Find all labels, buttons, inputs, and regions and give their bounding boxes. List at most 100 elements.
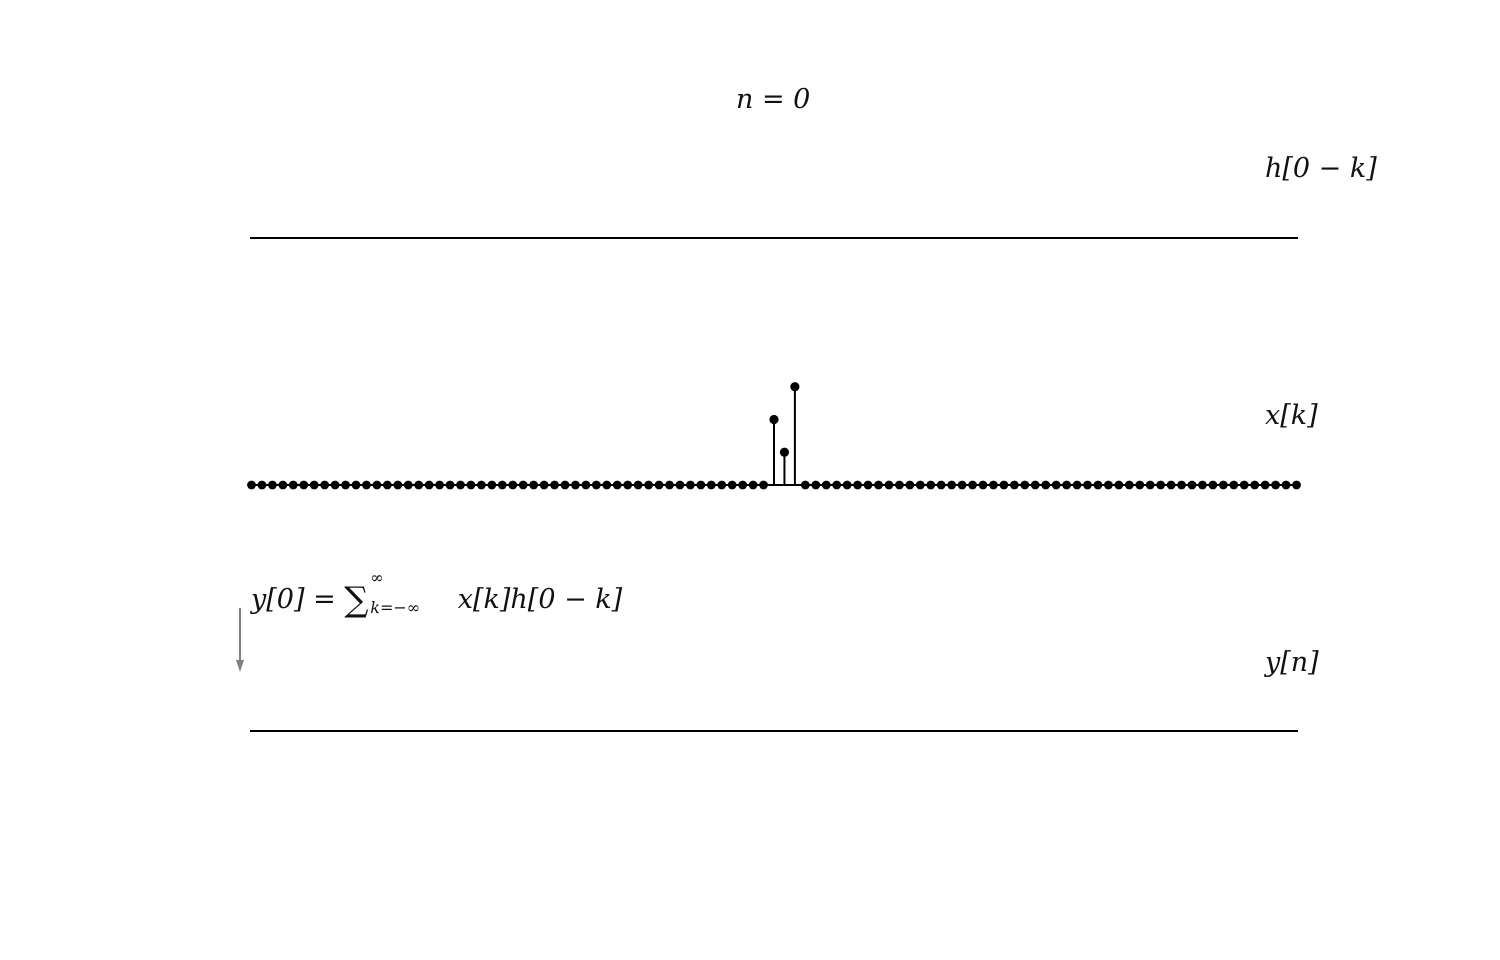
x-zero-sample xyxy=(1292,480,1301,490)
x-zero-sample xyxy=(748,480,758,490)
x-zero-sample xyxy=(330,480,340,490)
x-zero-sample xyxy=(1009,480,1019,490)
x-zero-sample xyxy=(1030,480,1040,490)
x-zero-sample xyxy=(581,480,591,490)
x-zero-sample xyxy=(550,480,559,490)
x-zero-sample xyxy=(936,480,946,490)
x-zero-sample xyxy=(915,480,925,490)
x-zero-sample xyxy=(288,480,298,490)
x-stem-marker xyxy=(779,447,790,457)
x-zero-sample xyxy=(320,480,330,490)
x-zero-sample xyxy=(654,480,664,490)
x-zero-sample xyxy=(1198,480,1207,490)
x-stem-marker xyxy=(790,382,800,392)
x-zero-sample xyxy=(466,480,476,490)
x-zero-sample xyxy=(1062,480,1071,490)
x-zero-sample xyxy=(518,480,528,490)
x-zero-sample xyxy=(257,480,267,490)
sum-lower-limit: k=−∞ xyxy=(370,598,421,617)
x-zero-sample xyxy=(968,480,977,490)
x-zero-sample xyxy=(1166,480,1176,490)
x-zero-sample xyxy=(1051,480,1061,490)
x-zero-sample xyxy=(393,480,403,490)
x-zero-sample xyxy=(811,480,821,490)
x-zero-sample xyxy=(445,480,455,490)
x-stem-series xyxy=(247,382,1301,490)
x-zero-sample xyxy=(571,480,580,490)
x-zero-sample xyxy=(1114,480,1124,490)
x-zero-sample xyxy=(456,480,465,490)
x-zero-sample xyxy=(633,480,643,490)
x-zero-sample xyxy=(612,480,622,490)
sum-upper-limit: ∞ xyxy=(370,568,384,587)
x-zero-sample xyxy=(403,480,413,490)
x-zero-sample xyxy=(278,480,288,490)
x-zero-sample xyxy=(926,480,936,490)
x-zero-sample xyxy=(1093,480,1103,490)
page-title: n = 0 xyxy=(736,84,811,115)
x-zero-sample xyxy=(341,480,350,490)
x-zero-sample xyxy=(1187,480,1197,490)
sum-symbol: ∑ xyxy=(344,580,369,620)
x-zero-sample xyxy=(686,480,695,490)
x-zero-sample xyxy=(895,480,904,490)
x-zero-sample xyxy=(759,480,768,490)
x-zero-sample xyxy=(487,480,497,490)
x-zero-sample xyxy=(863,480,873,490)
x-zero-sample xyxy=(1041,480,1051,490)
x-zero-sample xyxy=(853,480,862,490)
x-stem-marker xyxy=(769,414,779,425)
x-zero-sample xyxy=(1177,480,1186,490)
x-zero-sample xyxy=(1104,480,1113,490)
x-zero-sample xyxy=(947,480,957,490)
x-zero-sample xyxy=(591,480,601,490)
x-zero-sample xyxy=(874,480,883,490)
x-zero-sample xyxy=(738,480,748,490)
x-zero-sample xyxy=(989,480,998,490)
x-zero-sample xyxy=(706,480,716,490)
x-zero-sample xyxy=(1135,480,1145,490)
x-zero-sample xyxy=(1229,480,1239,490)
x-zero-sample xyxy=(1239,480,1249,490)
y-panel-label: y[n] xyxy=(1265,647,1319,678)
x-zero-sample xyxy=(602,480,612,490)
summation: ∑ ∞ k=−∞ xyxy=(344,570,439,618)
x-panel-label: x[k] xyxy=(1265,400,1318,431)
x-zero-sample xyxy=(351,480,361,490)
x-zero-sample xyxy=(1083,480,1092,490)
x-zero-sample xyxy=(623,480,633,490)
x-zero-sample xyxy=(884,480,894,490)
x-zero-sample xyxy=(424,480,434,490)
x-zero-sample xyxy=(1281,480,1291,490)
x-zero-sample xyxy=(1271,480,1280,490)
equation-lhs: y[0] = xyxy=(251,584,345,615)
x-zero-sample xyxy=(414,480,424,490)
x-zero-sample xyxy=(675,480,685,490)
x-zero-sample xyxy=(957,480,967,490)
x-zero-sample xyxy=(905,480,915,490)
x-zero-sample xyxy=(1250,480,1260,490)
arrow-head xyxy=(236,660,244,672)
x-zero-sample xyxy=(821,480,831,490)
x-zero-sample xyxy=(1218,480,1228,490)
x-zero-sample xyxy=(832,480,842,490)
x-zero-sample xyxy=(1020,480,1030,490)
x-zero-sample xyxy=(978,480,988,490)
x-zero-sample xyxy=(268,480,277,490)
x-zero-sample xyxy=(696,480,706,490)
x-zero-sample xyxy=(800,480,810,490)
x-zero-sample xyxy=(1072,480,1082,490)
convolution-equation: y[0] = ∑ ∞ k=−∞ x[k]h[0 − k] xyxy=(251,570,623,618)
x-zero-sample xyxy=(508,480,518,490)
x-zero-sample xyxy=(1208,480,1218,490)
x-zero-sample xyxy=(477,480,486,490)
equation-rhs: x[k]h[0 − k] xyxy=(457,584,623,615)
x-zero-sample xyxy=(560,480,570,490)
x-zero-sample xyxy=(644,480,653,490)
x-zero-sample xyxy=(247,480,256,490)
x-zero-sample xyxy=(1260,480,1270,490)
x-zero-sample xyxy=(309,480,319,490)
h-panel-label: h[0 − k] xyxy=(1265,153,1377,184)
x-zero-sample xyxy=(665,480,674,490)
x-zero-sample xyxy=(299,480,309,490)
